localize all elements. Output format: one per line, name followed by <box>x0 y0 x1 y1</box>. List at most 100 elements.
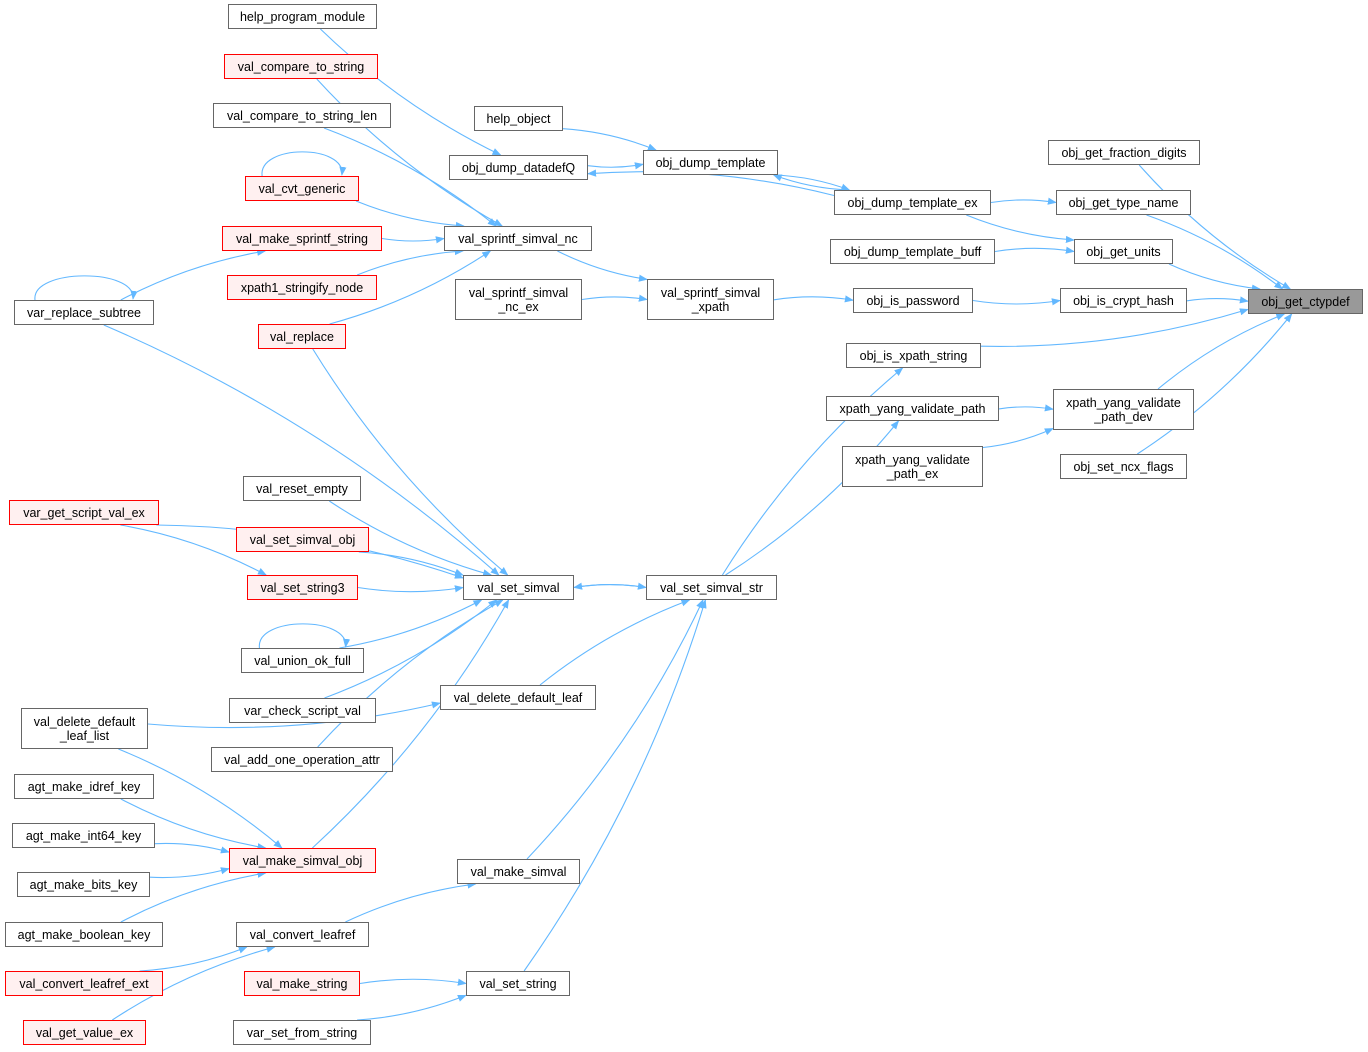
node-var-replace-subtree[interactable]: var_replace_subtree <box>14 300 154 325</box>
node-help-object[interactable]: help_object <box>474 106 563 131</box>
node-agt-make-int64-key[interactable]: agt_make_int64_key <box>12 823 155 848</box>
edge-xpath-yang-validate-path-to-xpath-yang-validate-path-dev <box>998 404 1054 412</box>
node-val-delete-default-leaf-list[interactable]: val_delete_default _leaf_list <box>21 708 148 749</box>
edge-val-convert-leafref-ext-to-val-convert-leafref <box>139 946 248 972</box>
edge-obj-is-xpath-string-to-obj-get-ctypdef <box>980 308 1249 347</box>
node-obj-get-type-name[interactable]: obj_get_type_name <box>1056 190 1191 215</box>
edge-obj-dump-template-ex-to-obj-dump-template <box>772 174 850 191</box>
node-xpath-yang-validate-path-ex[interactable]: xpath_yang_validate _path_ex <box>842 446 983 487</box>
edge-val-delete-default-leaf-list-to-val-delete-default-leaf <box>147 701 441 729</box>
edge-var-set-from-string-to-val-set-string <box>357 994 467 1021</box>
edge-val-cvt-generic-to-val-sprintf-simval-nc <box>355 200 465 230</box>
node-obj-dump-datadefQ[interactable]: obj_dump_datadefQ <box>449 155 588 180</box>
node-val-replace[interactable]: val_replace <box>258 324 346 349</box>
node-obj-is-xpath-string[interactable]: obj_is_xpath_string <box>846 343 981 368</box>
node-obj-set-ncx-flags[interactable]: obj_set_ncx_flags <box>1060 454 1187 479</box>
edge-val-reset-empty-to-val-set-simval <box>328 500 493 577</box>
edge-obj-set-ncx-flags-to-obj-get-ctypdef <box>1136 313 1293 455</box>
edge-val-cvt-generic-to-val-cvt-generic <box>261 151 347 177</box>
edge-val-sprintf-simval-xpath-to-obj-is-password <box>773 295 854 303</box>
edge-agt-make-bits-key-to-val-make-simval-obj <box>149 867 230 879</box>
node-val-make-simval[interactable]: val_make_simval <box>457 859 580 884</box>
node-val-set-string3[interactable]: val_set_string3 <box>247 575 358 600</box>
node-val-sprintf-simval-nc-ex[interactable]: val_sprintf_simval _nc_ex <box>455 279 582 320</box>
node-val-set-simval-obj[interactable]: val_set_simval_obj <box>236 527 369 552</box>
node-val-make-sprintf-string[interactable]: val_make_sprintf_string <box>222 226 382 251</box>
node-val-convert-leafref-ext[interactable]: val_convert_leafref_ext <box>5 971 163 996</box>
edge-val-delete-default-leaf-list-to-val-make-simval-obj <box>118 748 283 849</box>
node-val-sprintf-simval-nc[interactable]: val_sprintf_simval_nc <box>444 226 592 251</box>
node-obj-is-password[interactable]: obj_is_password <box>853 288 973 313</box>
edge-obj-dump-template-to-obj-dump-template-ex <box>773 174 851 191</box>
edge-xpath-yang-validate-path-dev-to-obj-get-ctypdef <box>1157 313 1286 390</box>
node-obj-get-ctypdef: obj_get_ctypdef <box>1248 289 1363 314</box>
node-val-set-simval[interactable]: val_set_simval <box>463 575 574 600</box>
edge-obj-get-units-to-obj-get-ctypdef <box>1168 263 1261 292</box>
edge-xpath1-stringify-node-to-val-sprintf-simval-nc <box>356 247 464 276</box>
node-val-cvt-generic[interactable]: val_cvt_generic <box>245 176 359 201</box>
node-val-reset-empty[interactable]: val_reset_empty <box>243 476 361 501</box>
node-obj-get-fraction-digits[interactable]: obj_get_fraction_digits <box>1048 140 1200 165</box>
node-agt-make-bits-key[interactable]: agt_make_bits_key <box>17 872 150 897</box>
edge-val-make-simval-obj-to-val-set-simval <box>312 599 510 849</box>
edge-val-set-string-to-val-set-simval-str <box>523 599 707 972</box>
edge-val-convert-leafref-to-val-make-simval <box>345 881 477 923</box>
edge-obj-is-crypt-hash-to-obj-get-ctypdef <box>1186 296 1249 304</box>
node-val-union-ok-full[interactable]: val_union_ok_full <box>241 648 364 673</box>
node-agt-make-boolean-key[interactable]: agt_make_boolean_key <box>5 922 163 947</box>
edge-val-set-simval-obj-to-val-set-simval <box>358 551 464 576</box>
edge-agt-make-int64-key-to-val-make-simval-obj <box>154 842 230 854</box>
node-help-program-module[interactable]: help_program_module <box>228 4 377 29</box>
node-val-make-string[interactable]: val_make_string <box>244 971 360 996</box>
edge-var-get-script-val-ex-to-val-set-string3 <box>120 524 267 576</box>
node-val-compare-to-string[interactable]: val_compare_to_string <box>224 54 378 79</box>
node-obj-dump-template-buff[interactable]: obj_dump_template_buff <box>830 239 995 264</box>
node-xpath-yang-validate-path[interactable]: xpath_yang_validate_path <box>826 396 999 421</box>
edge-val-compare-to-string-len-to-val-sprintf-simval-nc <box>323 127 497 227</box>
edge-val-set-string3-to-val-set-simval <box>357 585 464 593</box>
edge-val-set-simval-str-to-obj-is-xpath-string <box>721 367 904 576</box>
edge-obj-dump-template-ex-to-obj-get-type-name <box>990 197 1057 205</box>
node-obj-dump-template-ex[interactable]: obj_dump_template_ex <box>834 190 991 215</box>
edge-val-make-simval-to-val-set-simval-str <box>526 599 704 860</box>
edge-val-replace-to-val-set-simval <box>312 348 509 576</box>
edge-obj-dump-template-buff-to-obj-get-units <box>994 246 1075 254</box>
node-var-check-script-val[interactable]: var_check_script_val <box>229 698 376 723</box>
edge-val-make-string-to-val-set-string <box>359 978 467 986</box>
node-val-get-value-ex[interactable]: val_get_value_ex <box>23 1020 146 1045</box>
edge-help-object-to-obj-dump-template <box>562 128 657 151</box>
node-val-sprintf-simval-xpath[interactable]: val_sprintf_simval _xpath <box>647 279 774 320</box>
edge-val-set-simval-str-to-xpath-yang-validate-path <box>725 420 900 576</box>
edge-val-get-value-ex-to-val-convert-leafref <box>111 945 276 1021</box>
node-val-add-one-operation-attr[interactable]: val_add_one_operation_attr <box>211 747 393 772</box>
node-val-convert-leafref[interactable]: val_convert_leafref <box>236 922 369 947</box>
edge-agt-make-idref-key-to-val-make-simval-obj <box>120 798 267 851</box>
edge-agt-make-boolean-key-to-val-make-simval-obj <box>120 870 267 923</box>
edge-var-replace-subtree-to-val-set-simval <box>103 324 500 576</box>
edge-val-set-simval-str-to-val-set-simval <box>573 582 647 590</box>
node-xpath-yang-validate-path-dev[interactable]: xpath_yang_validate _path_dev <box>1053 389 1194 430</box>
node-var-get-script-val-ex[interactable]: var_get_script_val_ex <box>9 500 159 525</box>
node-val-compare-to-string-len[interactable]: val_compare_to_string_len <box>213 103 391 128</box>
edge-obj-get-type-name-to-obj-get-ctypdef <box>1146 214 1284 290</box>
edge-val-union-ok-full-to-val-set-simval <box>339 599 483 649</box>
node-obj-dump-template[interactable]: obj_dump_template <box>643 150 778 175</box>
node-obj-is-crypt-hash[interactable]: obj_is_crypt_hash <box>1060 288 1187 313</box>
node-val-delete-default-leaf[interactable]: val_delete_default_leaf <box>440 685 596 710</box>
node-var-set-from-string[interactable]: var_set_from_string <box>233 1020 371 1045</box>
edge-val-sprintf-simval-nc-to-val-sprintf-simval-xpath <box>557 250 648 282</box>
edge-xpath-yang-validate-path-ex-to-xpath-yang-validate-path-dev <box>982 427 1054 449</box>
edge-var-replace-subtree-to-var-replace-subtree <box>34 275 138 301</box>
node-val-make-simval-obj[interactable]: val_make_simval_obj <box>229 848 376 873</box>
node-agt-make-idref-key[interactable]: agt_make_idref_key <box>14 774 154 799</box>
node-val-set-simval-str[interactable]: val_set_simval_str <box>646 575 777 600</box>
edge-obj-dump-template-ex-to-obj-dump-datadefQ <box>587 169 835 197</box>
node-val-set-string[interactable]: val_set_string <box>466 971 570 996</box>
edge-obj-is-password-to-obj-is-crypt-hash <box>972 298 1061 306</box>
node-obj-get-units[interactable]: obj_get_units <box>1074 239 1173 264</box>
edge-obj-dump-datadefQ-to-obj-dump-template <box>587 162 644 170</box>
node-xpath1-stringify-node[interactable]: xpath1_stringify_node <box>227 275 377 300</box>
edge-val-replace-to-val-sprintf-simval-nc <box>329 250 492 325</box>
edge-val-add-one-operation-attr-to-val-set-simval <box>317 599 504 748</box>
